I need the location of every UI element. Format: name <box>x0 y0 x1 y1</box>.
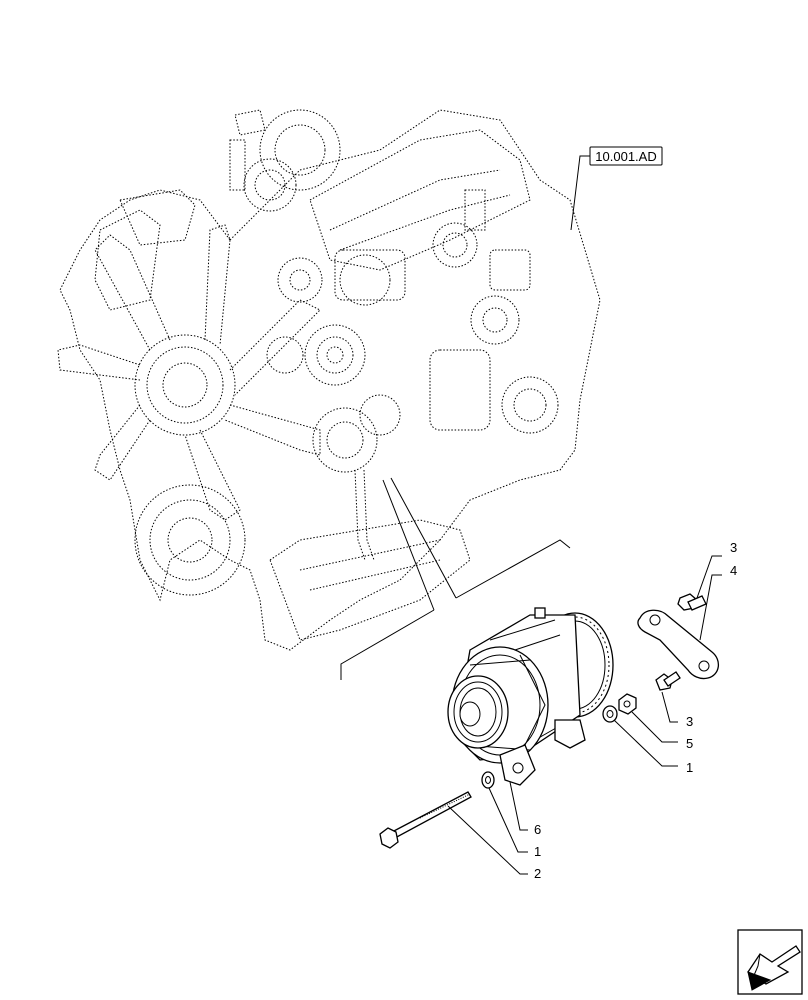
callout-1-right[interactable]: 1 <box>613 719 693 775</box>
bolt-top <box>677 593 707 611</box>
svg-text:3: 3 <box>730 540 737 555</box>
svg-text:5: 5 <box>686 736 693 751</box>
svg-text:2: 2 <box>534 866 541 881</box>
svg-text:1: 1 <box>686 760 693 775</box>
leader-line <box>390 477 457 599</box>
leader-line <box>382 479 435 611</box>
frame-bracket-right <box>455 539 571 599</box>
washer-right <box>602 705 618 723</box>
frame-bracket-left <box>340 609 435 680</box>
svg-text:4: 4 <box>730 563 737 578</box>
reference-label[interactable]: 10.001.AD <box>570 146 663 231</box>
svg-text:3: 3 <box>686 714 693 729</box>
svg-text:1: 1 <box>534 844 541 859</box>
callout-2[interactable]: 2 <box>447 805 541 881</box>
callout-5[interactable]: 5 <box>631 711 693 751</box>
bracket-plate <box>637 609 719 680</box>
next-page-arrow-icon[interactable] <box>737 929 803 995</box>
reference-leader <box>570 155 590 231</box>
long-bolt <box>379 791 472 849</box>
callout-3-top[interactable]: 3 <box>696 540 737 599</box>
reference-label-text: 10.001.AD <box>595 149 656 164</box>
svg-text:6: 6 <box>534 822 541 837</box>
nut <box>618 693 637 715</box>
alternator <box>447 607 614 786</box>
washer-left <box>481 771 495 789</box>
callout-1-left[interactable]: 1 <box>488 787 541 859</box>
engine-phantom-outline <box>57 109 601 651</box>
fan-phantom <box>57 224 321 521</box>
callout-4[interactable]: 4 <box>699 563 737 641</box>
callout-3-bottom[interactable]: 3 <box>661 691 693 729</box>
callout-6[interactable]: 6 <box>509 781 541 837</box>
bolt-bottom <box>655 671 681 691</box>
